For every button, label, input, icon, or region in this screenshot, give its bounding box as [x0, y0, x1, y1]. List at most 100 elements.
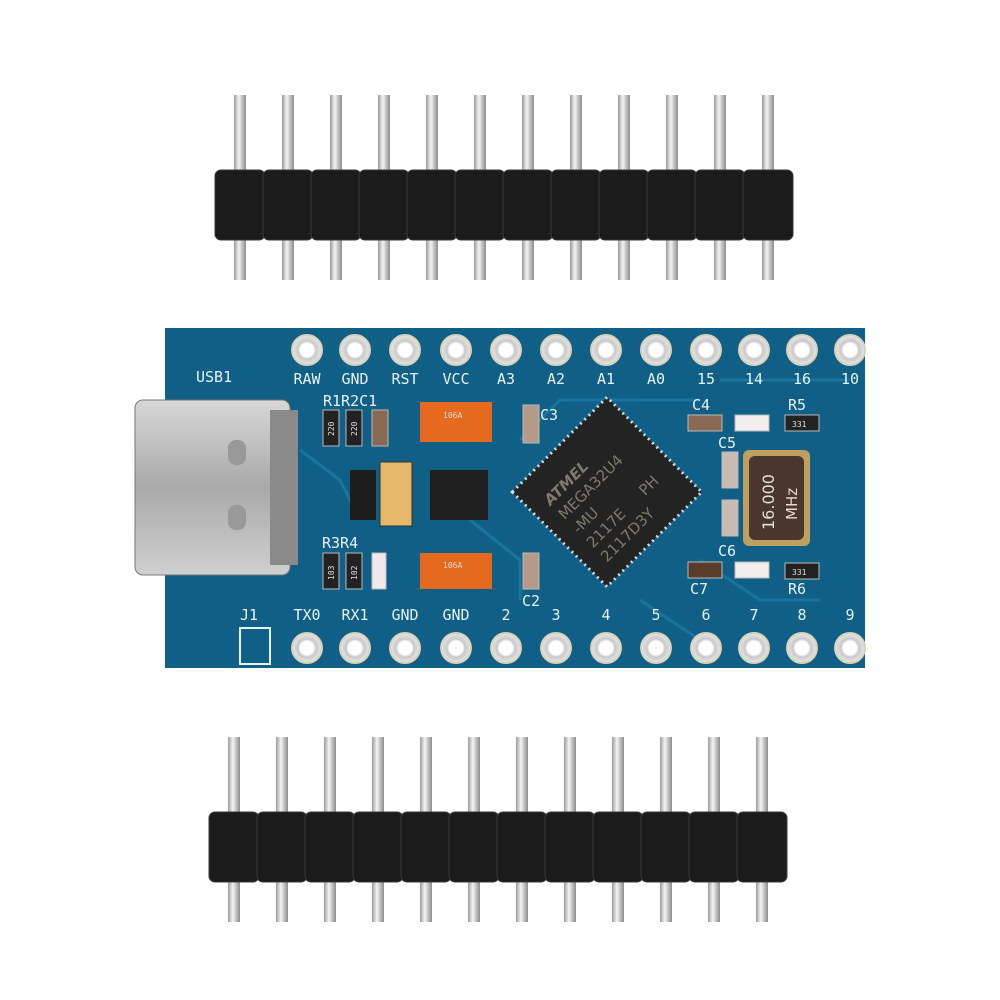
header-pin: [310, 95, 362, 280]
pin-label-bottom: 4: [601, 606, 610, 624]
silk-usb1: USB1: [196, 368, 232, 386]
pin-hole-bottom: [738, 632, 770, 664]
tantalum-capacitor-top: 106A: [420, 402, 492, 442]
pin-label-bottom: 5: [651, 606, 660, 624]
svg-text:106A: 106A: [443, 561, 462, 570]
pin-label-bottom: 3: [551, 606, 560, 624]
header-housing: [592, 811, 644, 883]
header-pin: [256, 737, 308, 922]
pin-label-top: 10: [841, 370, 859, 388]
pin-label-bottom: 8: [797, 606, 806, 624]
pin-label-top: 15: [697, 370, 715, 388]
silk-r3r4: R3R4: [322, 534, 358, 552]
resistor-r6: 331: [784, 562, 820, 580]
pin-hole-top: [540, 334, 572, 366]
voltage-regulator: [430, 470, 488, 520]
header-housing: [496, 811, 548, 883]
header-housing: [694, 169, 746, 241]
capacitor-c7: [687, 561, 723, 579]
header-housing: [454, 169, 506, 241]
header-housing: [448, 811, 500, 883]
svg-text:106A: 106A: [443, 411, 462, 420]
capacitor-c4: [687, 414, 723, 432]
pin-hole-top: [834, 334, 866, 366]
capacitor-c6: [721, 499, 739, 537]
pin-hole-bottom: [291, 632, 323, 664]
led-power: [371, 552, 387, 590]
svg-text:220: 220: [350, 421, 359, 436]
header-pin: [400, 737, 452, 922]
header-pin: [592, 737, 644, 922]
header-housing: [646, 169, 698, 241]
pin-label-top: RAW: [293, 370, 321, 388]
tantalum-capacitor-bottom: 106A: [420, 553, 492, 589]
capacitor-c3: [522, 404, 540, 444]
pin-label-bottom: 6: [701, 606, 710, 624]
header-pin: [304, 737, 356, 922]
svg-text:MHz: MHz: [783, 488, 801, 520]
svg-text:331: 331: [792, 568, 807, 577]
header-housing: [262, 169, 314, 241]
svg-text:331: 331: [792, 420, 807, 429]
pin-hole-top: [440, 334, 472, 366]
capacitor-c2: [522, 552, 540, 590]
silk-c5: C5: [718, 434, 736, 452]
header-pin: [640, 737, 692, 922]
jumper-j1: [239, 627, 271, 665]
pin-label-top: GND: [341, 370, 368, 388]
diode: [350, 470, 376, 520]
pin-header-top: [214, 95, 794, 280]
svg-text:102: 102: [350, 565, 359, 580]
header-housing: [400, 811, 452, 883]
silk-c2: C2: [522, 592, 540, 610]
pin-hole-top: [339, 334, 371, 366]
header-pin: [208, 737, 260, 922]
pin-hole-top: [640, 334, 672, 366]
silk-c3: C3: [540, 406, 558, 424]
pin-labels: RAWTX0GNDRX1RSTGNDVCCGNDA32A23A14A051561…: [293, 370, 859, 624]
svg-text:220: 220: [327, 421, 336, 436]
resistor-r1: 220: [322, 409, 340, 447]
header-housing: [598, 169, 650, 241]
pin-label-bottom: TX0: [293, 606, 320, 624]
crystal-16mhz: 16.000 MHz: [743, 450, 810, 546]
pin-label-bottom: RX1: [341, 606, 368, 624]
pin-hole-top: [590, 334, 622, 366]
pin-hole-bottom: [590, 632, 622, 664]
svg-text:16.000: 16.000: [759, 474, 778, 530]
silk-j1: J1: [240, 606, 258, 624]
pin-hole-bottom: [540, 632, 572, 664]
header-pin: [406, 95, 458, 280]
pin-hole-bottom: [339, 632, 371, 664]
header-housing: [688, 811, 740, 883]
resistor-r4: 102: [345, 552, 363, 590]
silk-c4: C4: [692, 396, 710, 414]
pin-label-top: A0: [647, 370, 665, 388]
pin-hole-bottom: [490, 632, 522, 664]
silk-r6: R6: [788, 580, 806, 598]
header-pin: [688, 737, 740, 922]
header-housing: [352, 811, 404, 883]
pin-header-bottom: [208, 737, 788, 922]
pin-hole-top: [786, 334, 818, 366]
pin-hole-top: [490, 334, 522, 366]
pin-hole-bottom: [389, 632, 421, 664]
resistor-r2: 220: [345, 409, 363, 447]
pin-holes: [291, 334, 866, 664]
header-pin: [502, 95, 554, 280]
resistor-r3: 103: [322, 552, 340, 590]
header-pin: [742, 95, 794, 280]
header-housing: [358, 169, 410, 241]
silk-c7: C7: [690, 580, 708, 598]
pin-label-top: VCC: [442, 370, 469, 388]
usb-c-connector: [134, 399, 298, 576]
pin-label-bottom: GND: [391, 606, 418, 624]
header-pin: [454, 95, 506, 280]
header-housing: [310, 169, 362, 241]
header-housing: [742, 169, 794, 241]
silk-r5: R5: [788, 396, 806, 414]
silk-r1r2c1: R1R2C1: [323, 392, 377, 410]
header-pin: [736, 737, 788, 922]
silk-c6: C6: [718, 542, 736, 560]
